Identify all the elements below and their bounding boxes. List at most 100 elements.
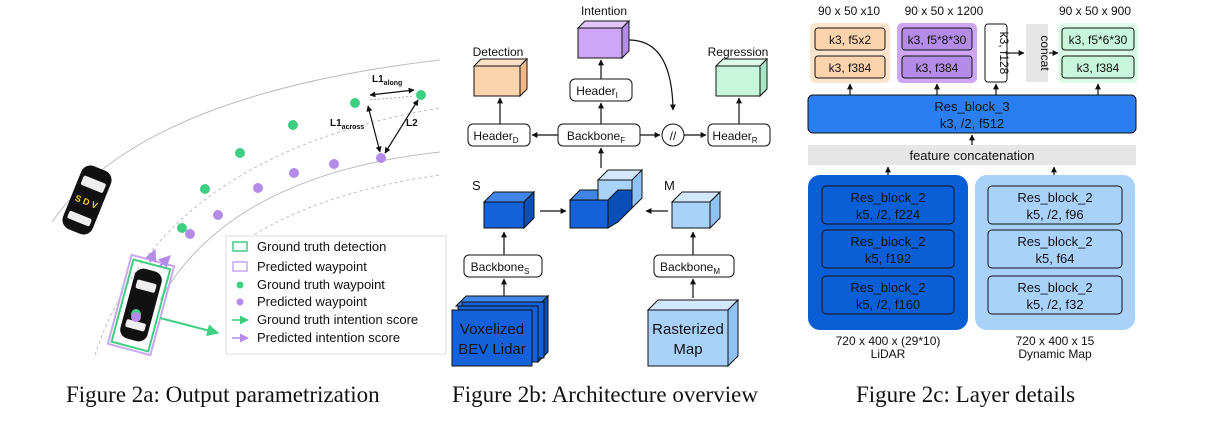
head-layer-label: k3, f384 — [829, 61, 872, 75]
dim-label-b: 90 x 50 x 1200 — [905, 4, 984, 18]
concat-box — [1026, 24, 1048, 82]
regression-output-cube — [714, 57, 769, 98]
predicted-waypoint-icon — [236, 298, 244, 306]
dim-label-a: 90 x 50 x10 — [818, 4, 880, 18]
road-line — [159, 151, 441, 301]
l1-along-label: L1along — [372, 74, 402, 87]
res-block-name: Res_block_2 — [1017, 190, 1092, 205]
l2-label: L2 — [406, 118, 418, 129]
res-block-name: Res_block_2 — [1017, 234, 1092, 249]
rasterized-map-cube: Rasterized Map — [646, 298, 740, 368]
detection-label: Detection — [473, 45, 524, 59]
head-layer-box — [814, 55, 886, 79]
res-block-name: Res_block_2 — [850, 280, 925, 295]
predicted-intention-arrow — [145, 248, 157, 263]
m-label: M — [664, 178, 675, 193]
caption-fig-2c: Figure 2c: Layer details — [856, 382, 1075, 407]
res-block-params: k5, /2, f32 — [1026, 297, 1083, 312]
feature-concat-label: feature concatenation — [909, 148, 1034, 163]
caption-fig-2a: Figure 2a: Output parametrization — [66, 382, 380, 407]
backbone-m-label: BackboneM — [660, 260, 720, 276]
head-layer-label: k3, f384 — [916, 61, 959, 75]
backbone-s-box — [463, 254, 543, 278]
lidar-input-name: LiDAR — [871, 347, 906, 361]
head-layer-label: k3, f5x2 — [829, 33, 871, 47]
legend: Ground truth detection Predicted waypoin… — [225, 235, 447, 355]
predicted-waypoint — [185, 229, 195, 239]
predicted-waypoint — [289, 168, 299, 178]
res-block-3 — [807, 94, 1137, 134]
caption-fig-2b: Figure 2b: Architecture overview — [452, 382, 758, 407]
fig-2a-panel: S D V L1along — [51, 59, 447, 407]
head-layer-box — [1061, 55, 1135, 79]
ground-truth-detection-icon — [232, 241, 248, 252]
head-layer-box — [814, 27, 886, 51]
voxelized-lidar-stack: Voxelized BEV Lidar — [451, 294, 550, 367]
s-label: S — [472, 178, 481, 193]
k3-f128-label: k3, f128 — [997, 32, 1011, 75]
header-d-box — [467, 123, 531, 147]
legend-label: Predicted intention score — [257, 330, 400, 345]
l2-arrow — [384, 99, 419, 154]
fig-2c-panel: 90 x 50 x10 90 x 50 x 1200 90 x 50 x 900… — [807, 4, 1138, 407]
header-i-label: HeaderI — [576, 84, 618, 100]
regression-label: Regression — [708, 45, 769, 59]
feature-concat-bar — [808, 145, 1136, 165]
predicted-detection-icon — [232, 261, 248, 272]
map-label-line1: Rasterized — [652, 321, 724, 338]
l1-along-arrow — [369, 87, 415, 98]
legend-label: Ground truth intention score — [257, 312, 418, 327]
guide-line — [369, 95, 415, 101]
head-layer-box — [901, 27, 973, 51]
dim-label-c: 90 x 50 x 900 — [1059, 4, 1131, 18]
res-block-params: k5, f192 — [865, 251, 911, 266]
ground-truth-waypoint — [200, 184, 210, 194]
s-feature-cube — [482, 190, 536, 230]
head-layer-label: k3, f5*6*30 — [1069, 33, 1128, 47]
header-r-label: HeaderR — [712, 129, 757, 145]
flow-arrow — [628, 39, 676, 111]
backbone-f-label: BackboneF — [567, 129, 625, 145]
l1-across-label: L1across — [330, 118, 364, 131]
actor-car — [106, 253, 176, 357]
ground-truth-waypoint — [177, 223, 187, 233]
head-layer-label: k3, f384 — [1077, 61, 1120, 75]
fig-2b-panel: Detection Intention Regression HeaderI H… — [451, 4, 771, 407]
predicted-waypoint — [329, 159, 339, 169]
ground-truth-waypoint-icon — [236, 281, 244, 289]
res-block-name: Res_block_2 — [1017, 280, 1092, 295]
m-feature-cube — [670, 190, 722, 230]
res-block-3-params: k3, /2, f512 — [940, 116, 1004, 131]
head-layer-box — [901, 55, 973, 79]
lidar-input-dims: 720 x 400 x (29*10) — [836, 334, 941, 348]
ground-truth-intention-arrow — [159, 317, 220, 337]
map-res-block: Res_block_2 k5, /2, f32 — [987, 275, 1123, 315]
backbone-m-box — [653, 254, 735, 278]
fused-feature-cube — [568, 168, 644, 229]
predicted-waypoint — [376, 153, 386, 163]
legend-label: Ground truth detection — [257, 239, 386, 254]
backbone-s-label: BackboneS — [471, 260, 530, 276]
lidar-res-block: Res_block_2 k5, f192 — [821, 229, 955, 269]
res-block-3-name: Res_block_3 — [934, 99, 1009, 114]
ground-truth-waypoint — [288, 120, 298, 130]
k3-f128-box — [984, 23, 1008, 83]
lidar-res-block: Res_block_2 k5, /2, f160 — [821, 275, 955, 315]
ground-truth-detection-box — [110, 258, 172, 353]
sdv-car-icon: S D V — [62, 165, 112, 235]
concat-symbol: // — [670, 129, 677, 143]
detection-output-cube — [472, 57, 529, 98]
legend-label: Predicted waypoint — [257, 259, 367, 274]
lidar-label-line1: Voxelized — [460, 321, 524, 338]
map-input-name: Dynamic Map — [1018, 347, 1092, 361]
predicted-waypoint — [213, 210, 223, 220]
lidar-res-block: Res_block_2 k5, /2, f224 — [821, 185, 955, 225]
res-block-params: k5, /2, f96 — [1026, 207, 1083, 222]
intention-label: Intention — [581, 4, 627, 18]
concat-label: concat — [1038, 35, 1052, 71]
map-label-line2: Map — [673, 341, 702, 358]
map-input-dims: 720 x 400 x 15 — [1016, 334, 1095, 348]
predicted-waypoint — [131, 312, 141, 322]
ground-truth-waypoint — [235, 148, 245, 158]
